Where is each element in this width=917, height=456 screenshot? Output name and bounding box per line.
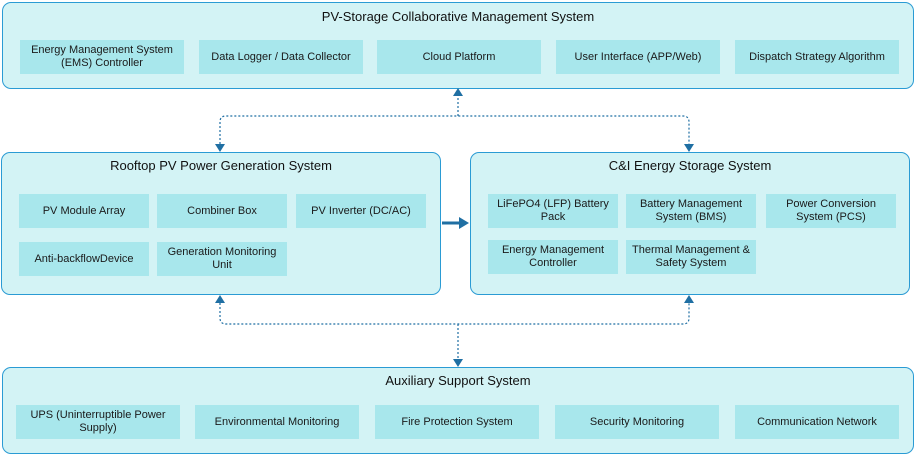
auxiliary-support-panel: Auxiliary Support System UPS (Uninterrup… (2, 367, 914, 454)
anti-backflow-node: Anti-backflowDevice (19, 242, 149, 276)
pcs-node: Power Conversion System (PCS) (766, 194, 896, 228)
fire-protection-node: Fire Protection System (375, 405, 539, 439)
communication-network-node: Communication Network (735, 405, 899, 439)
rooftop-pv-title: Rooftop PV Power Generation System (110, 158, 332, 173)
collaborative-management-title: PV-Storage Collaborative Management Syst… (321, 9, 595, 24)
auxiliary-support-title: Auxiliary Support System (385, 373, 531, 388)
pv-module-array-node: PV Module Array (19, 194, 149, 228)
user-interface-node: User Interface (APP/Web) (556, 40, 720, 74)
top-to-subsystems-connector (219, 115, 690, 148)
lfp-battery-node: LiFePO4 (LFP) Battery Pack (488, 194, 618, 228)
thermal-safety-node: Thermal Management & Safety System (626, 240, 756, 274)
pv-to-storage-arrowhead-icon (459, 217, 469, 229)
energy-storage-panel: C&I Energy Storage System LiFePO4 (LFP) … (470, 152, 910, 295)
generation-monitoring-node: Generation Monitoring Unit (157, 242, 287, 276)
bms-node: Battery Management System (BMS) (626, 194, 756, 228)
arrow-up-pv-icon (215, 295, 225, 303)
subsystems-to-aux-connector (219, 299, 690, 325)
security-monitoring-node: Security Monitoring (555, 405, 719, 439)
dispatch-algorithm-node: Dispatch Strategy Algorithm (735, 40, 899, 74)
arrow-up-storage-icon (684, 295, 694, 303)
cloud-platform-node: Cloud Platform (377, 40, 541, 74)
rooftop-pv-panel: Rooftop PV Power Generation System PV Mo… (1, 152, 441, 295)
energy-management-controller-node: Energy Management Controller (488, 240, 618, 274)
combiner-box-node: Combiner Box (157, 194, 287, 228)
arrow-down-aux-icon (453, 359, 463, 367)
arrow-down-storage-icon (684, 144, 694, 152)
arrow-up-top-icon (453, 88, 463, 96)
environmental-monitoring-node: Environmental Monitoring (195, 405, 359, 439)
arrow-down-pv-icon (215, 144, 225, 152)
energy-storage-title: C&I Energy Storage System (608, 158, 772, 173)
collaborative-management-panel: PV-Storage Collaborative Management Syst… (2, 2, 914, 89)
ups-node: UPS (Uninterruptible Power Supply) (16, 405, 180, 439)
ems-controller-node: Energy Management System (EMS) Controlle… (20, 40, 184, 74)
data-logger-node: Data Logger / Data Collector (199, 40, 363, 74)
pv-inverter-node: PV Inverter (DC/AC) (296, 194, 426, 228)
